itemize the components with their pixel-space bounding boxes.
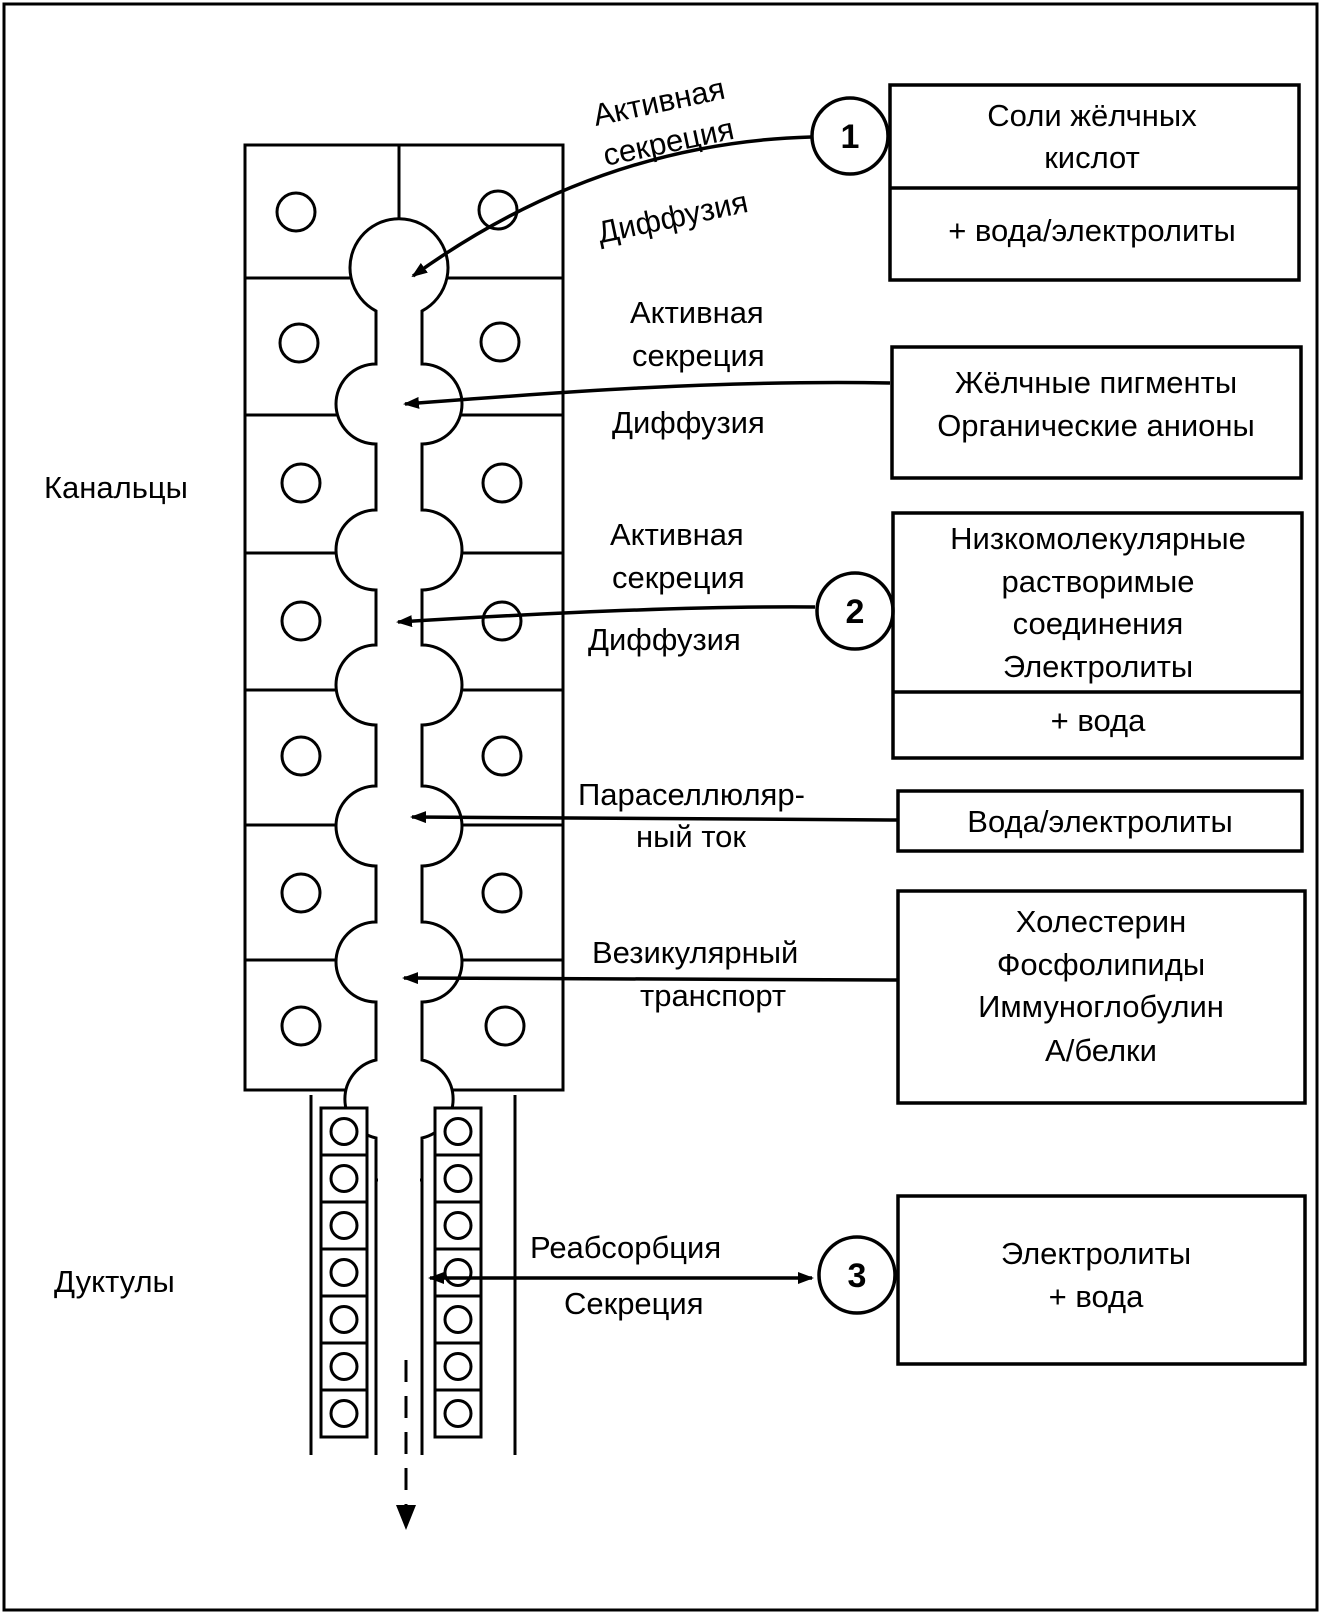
nucleus: [481, 600, 523, 642]
box-5-line1: Холестерин: [1016, 904, 1187, 939]
cholangiocyte-nucleus: [443, 1305, 473, 1334]
cholangiocyte-nucleus: [329, 1399, 359, 1428]
nucleus: [280, 735, 322, 777]
box-3-sub: + вода: [1051, 703, 1146, 738]
arrow-3-label-line3: Диффузия: [588, 622, 741, 657]
box-electrolytes-water: [896, 1194, 1307, 1366]
box-bile-pigments: [890, 345, 1303, 480]
cholangiocyte-nucleus: [329, 1258, 359, 1287]
cholangiocyte: [319, 1294, 369, 1345]
ductules-label: Дуктулы: [54, 1264, 175, 1299]
box-1-line2: кислот: [1044, 140, 1140, 175]
marker-1-label: 1: [841, 118, 860, 156]
box-4-line1: Вода/электролиты: [967, 804, 1232, 839]
box-5-line3: Иммуноглобулин: [978, 989, 1224, 1024]
marker-2-label: 2: [846, 593, 865, 631]
cholangiocyte-nucleus: [329, 1352, 359, 1381]
cholangiocyte-nucleus: [329, 1117, 359, 1146]
box-bile-salts: [888, 83, 1301, 282]
cholangiocyte-nucleus: [329, 1211, 359, 1240]
arrow-6-label-line2: Секреция: [564, 1286, 704, 1321]
nucleus: [484, 1005, 526, 1047]
box-5-line4: А/белки: [1045, 1033, 1157, 1068]
nucleus: [481, 462, 523, 504]
nucleus: [280, 872, 322, 914]
box-2-line2: Органические анионы: [937, 408, 1255, 443]
cholangiocyte-nucleus: [443, 1211, 473, 1240]
box-3-line3: соединения: [1013, 606, 1184, 641]
hepatocyte-nuclei: [275, 189, 526, 1047]
nucleus: [280, 462, 322, 504]
arrow-2: [403, 380, 891, 409]
box-6-line2: + вода: [1049, 1279, 1144, 1314]
marker-3-label: 3: [848, 1257, 867, 1295]
box-6-line1: Электролиты: [1001, 1236, 1191, 1271]
arrow-3-label-line2: секреция: [612, 560, 745, 595]
box-3-line2: растворимые: [1002, 564, 1195, 599]
marker-3-circle: [817, 1235, 897, 1315]
nucleus: [481, 735, 523, 777]
arrow-4-label-line1: Параселлюляр-: [578, 777, 805, 812]
box-5-line2: Фосфолипиды: [997, 947, 1205, 982]
nucleus: [479, 321, 521, 363]
box-water-electrolytes: [896, 789, 1304, 853]
box-low-molecular: [891, 511, 1304, 760]
nucleus: [477, 189, 519, 231]
cholangiocyte: [319, 1153, 369, 1204]
box-2-line1: Жёлчные пигменты: [955, 365, 1237, 400]
arrow-4: [410, 811, 899, 824]
marker-1-circle: [810, 96, 890, 176]
arrow-5-label-line2: транспорт: [640, 978, 786, 1013]
nucleus: [280, 600, 322, 642]
cholangiocyte-nucleus: [443, 1352, 473, 1381]
arrow-2-label-line2: секреция: [632, 338, 765, 373]
arrow-1-label-line3: Диффузия: [594, 184, 751, 250]
canaliculus-lumen: [334, 217, 464, 1182]
cholangiocyte-nucleus: [443, 1399, 473, 1428]
cholangiocyte-nucleus: [443, 1117, 473, 1146]
box-1-line1: Соли жёлчных: [987, 98, 1197, 133]
arrow-2-label-line3: Диффузия: [612, 405, 765, 440]
cholangiocyte-nucleus: [443, 1258, 473, 1287]
arrow-3-label-line1: Активная: [610, 517, 744, 552]
cholangiocyte-nucleus: [329, 1164, 359, 1193]
arrow-6-label-line1: Реабсорбция: [530, 1230, 721, 1265]
arrow-3: [396, 605, 816, 628]
cholangiocyte-nucleus: [329, 1305, 359, 1334]
box-3-line4: Электролиты: [1003, 649, 1193, 684]
bile-flow-arrowhead: [396, 1505, 416, 1530]
nucleus: [278, 322, 320, 364]
cholangiocyte: [319, 1341, 369, 1392]
arrow-2-label-line1: Активная: [630, 295, 764, 330]
nucleus: [481, 872, 523, 914]
cholangiocyte-nucleus: [443, 1164, 473, 1193]
arrow-1: [411, 135, 812, 278]
box-1-sub: + вода/электролиты: [948, 213, 1236, 248]
arrow-5: [402, 972, 899, 985]
arrow-4-label-line2: ный ток: [636, 819, 746, 854]
arrow-5-label-line1: Везикулярный: [592, 935, 798, 970]
canaliculi-label: Канальцы: [44, 470, 188, 505]
nucleus: [280, 1005, 322, 1047]
box-3-line1: Низкомолекулярные: [950, 521, 1246, 556]
box-cholesterol: [896, 889, 1307, 1105]
nucleus: [275, 191, 317, 233]
